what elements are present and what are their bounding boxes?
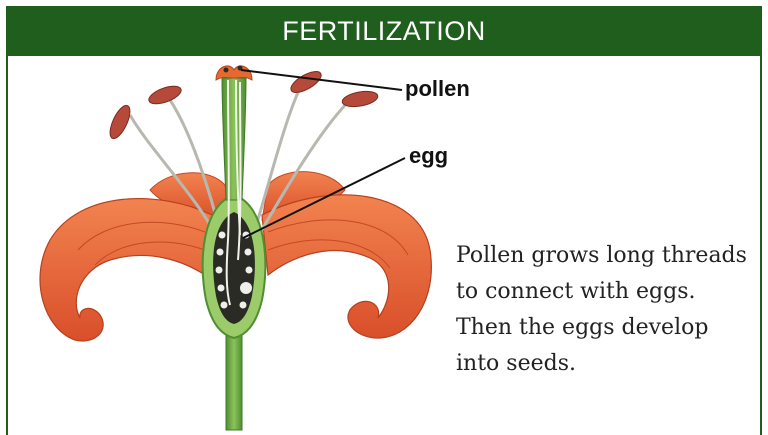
flower-stem xyxy=(226,330,242,430)
egg-label: egg xyxy=(409,143,448,169)
pistil-style xyxy=(222,78,246,200)
stigma xyxy=(216,66,252,80)
caption-text: Pollen grows long threads to connect wit… xyxy=(456,238,756,382)
anther-1 xyxy=(106,103,134,142)
anther-4 xyxy=(341,89,379,109)
pollen-grain-1 xyxy=(224,68,229,73)
pollen-leader-line xyxy=(241,70,402,90)
pollen-label: pollen xyxy=(405,76,470,102)
anther-2 xyxy=(147,83,184,108)
petal-left xyxy=(40,199,212,341)
anther-3 xyxy=(288,67,324,96)
